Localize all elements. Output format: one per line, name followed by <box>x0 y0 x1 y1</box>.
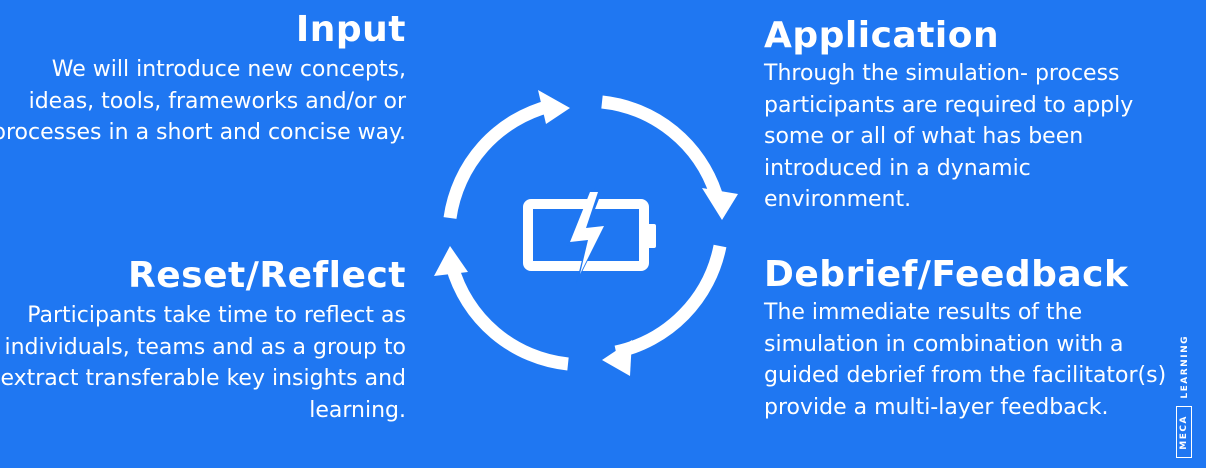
cycle-arrow-top-left <box>443 99 552 219</box>
arrowhead-top <box>538 90 570 124</box>
debrief-body: The immediate results of the simulation … <box>764 300 1167 420</box>
application-body: Through the simulation- process particip… <box>764 61 1134 212</box>
reflect-body: Participants take time to reflect as ind… <box>0 303 406 423</box>
reflect-title: Reset/Reflect <box>128 255 406 296</box>
brand-box: MECA <box>1176 406 1192 458</box>
reflect-block: Reset/Reflect Participants take time to … <box>0 256 406 426</box>
battery-charging-icon <box>523 186 656 284</box>
application-title: Application <box>764 15 1000 56</box>
input-block: Input We will introduce new concepts, id… <box>0 10 406 149</box>
brand-word-learning: LEARNING <box>1180 335 1190 399</box>
circular-arrows-icon <box>443 95 727 371</box>
cycle-arrow-top-right <box>601 95 723 197</box>
cycle-arrow-bottom-right <box>614 244 727 359</box>
arrowhead-left <box>434 246 468 276</box>
brand-logo: LEARNING MECA <box>1176 330 1196 458</box>
cycle-arrow-bottom-left <box>445 264 569 371</box>
cycle-diagram <box>434 90 738 376</box>
debrief-title: Debrief/Feedback <box>764 254 1129 295</box>
input-body: We will introduce new concepts, ideas, t… <box>0 57 406 145</box>
arrowhead-bottom <box>602 340 632 376</box>
brand-word-learning-wrap: LEARNING <box>1178 330 1192 404</box>
debrief-block: Debrief/Feedback The immediate results o… <box>764 255 1184 423</box>
input-title: Input <box>295 9 406 50</box>
arrowhead-right <box>702 188 738 220</box>
application-block: Application Through the simulation- proc… <box>764 16 1184 216</box>
brand-word-meca: MECA <box>1179 414 1189 450</box>
